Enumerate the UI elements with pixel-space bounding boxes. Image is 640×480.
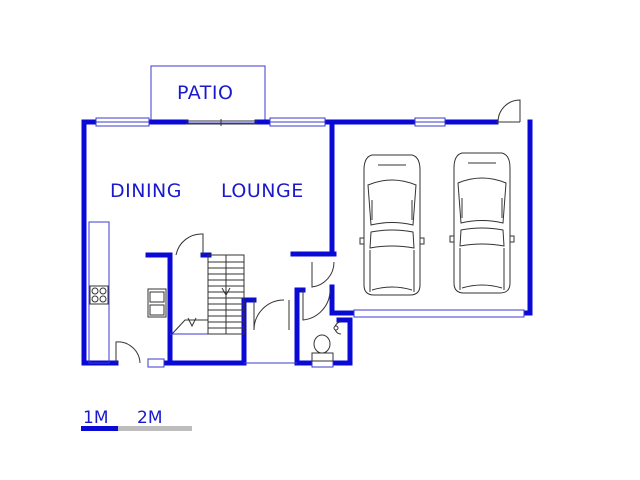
- garage-door: [353, 309, 525, 318]
- scale-label-1m: 1M: [83, 408, 109, 428]
- walls: [81, 119, 533, 366]
- toilet-icon: [311, 334, 334, 362]
- sink-icon: [147, 288, 167, 318]
- kitchen-counter: [88, 221, 110, 364]
- door-swings: [115, 99, 521, 364]
- scale-label-2m: 2M: [137, 408, 163, 428]
- windows: [95, 117, 446, 368]
- thin-walls: [170, 254, 333, 364]
- patio-outline: [150, 65, 266, 124]
- sliding-door: [186, 119, 257, 126]
- basin-icon: [333, 321, 342, 335]
- car-icon: [449, 152, 515, 294]
- staircase: [171, 254, 245, 335]
- car-icon: [359, 154, 425, 296]
- room-label-patio: PATIO: [177, 82, 234, 104]
- room-label-lounge: LOUNGE: [221, 180, 304, 202]
- stove-icon: [89, 285, 109, 305]
- room-label-dining: DINING: [110, 180, 182, 202]
- window-entrance: [147, 358, 165, 368]
- scale-bar: [81, 426, 192, 431]
